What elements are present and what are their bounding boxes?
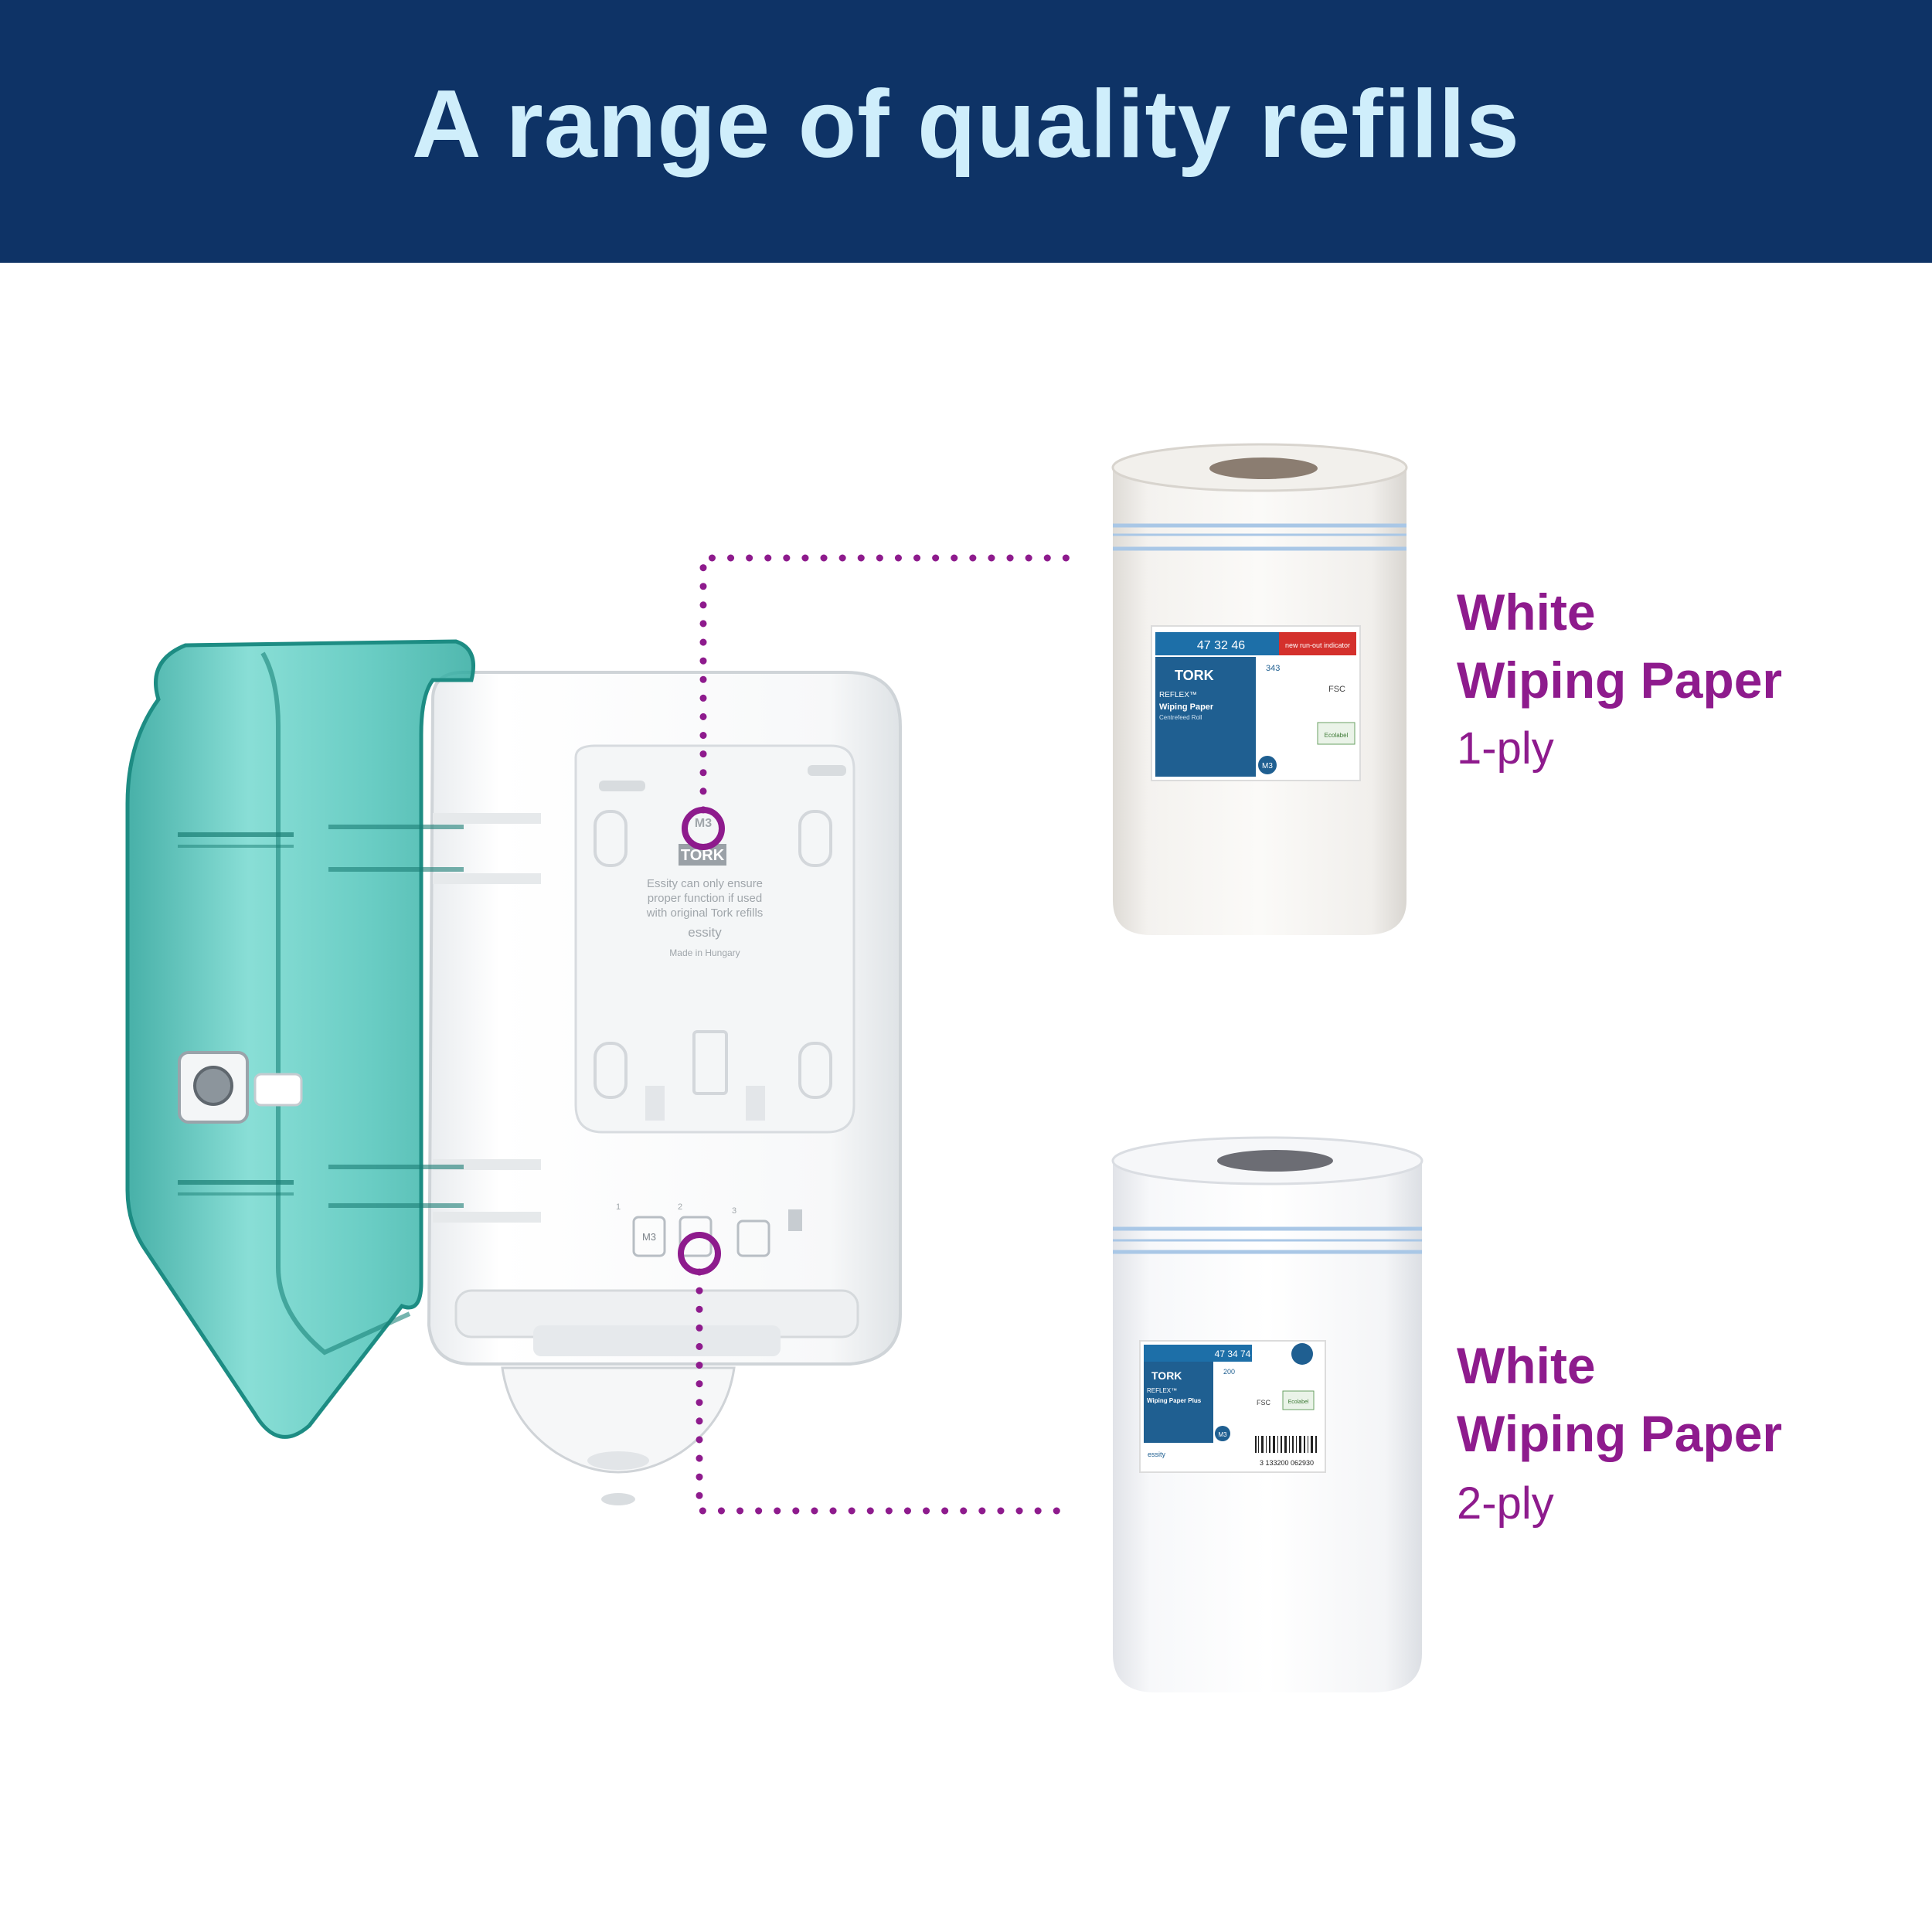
roll-1ply: 47 32 46 new run-out indicator TORK REFL… xyxy=(1111,443,1408,935)
svg-text:M3: M3 xyxy=(1262,762,1273,770)
svg-text:3 133200 062930: 3 133200 062930 xyxy=(1260,1459,1314,1467)
svg-text:essity: essity xyxy=(1148,1451,1166,1458)
svg-text:M3: M3 xyxy=(1218,1431,1227,1438)
product-2-name: White Wiping Paper xyxy=(1457,1332,1782,1468)
connector-1ply xyxy=(699,554,1082,814)
header-banner: A range of quality refills xyxy=(0,0,1932,263)
backplate-maker: essity xyxy=(688,925,722,940)
dispenser-cover xyxy=(125,639,475,1439)
product-illustration: M3 TORK Essity can only ensure proper fu… xyxy=(125,443,1423,1692)
product-2-name-line2: Wiping Paper xyxy=(1457,1405,1783,1462)
svg-text:REFLEX™: REFLEX™ xyxy=(1159,691,1197,699)
backplate-brand: TORK xyxy=(681,847,725,864)
step-2: 2 xyxy=(678,1202,682,1212)
svg-text:Wiping Paper Plus: Wiping Paper Plus xyxy=(1147,1397,1202,1404)
page-title: A range of quality refills xyxy=(412,71,1520,178)
roll-2ply: 47 34 74 TORK REFLEX™ Wiping Paper Plus … xyxy=(1111,1136,1423,1692)
svg-text:TORK: TORK xyxy=(1175,668,1214,683)
backplate-code: M3 xyxy=(695,817,712,830)
product-1-name-line1: White xyxy=(1457,583,1596,641)
product-1-name: White Wiping Paper xyxy=(1457,578,1782,714)
svg-text:343: 343 xyxy=(1266,664,1280,673)
svg-text:Ecolabel: Ecolabel xyxy=(1288,1400,1309,1405)
step-1: 1 xyxy=(616,1202,621,1212)
svg-text:47 32 46: 47 32 46 xyxy=(1197,639,1245,652)
svg-text:REFLEX™: REFLEX™ xyxy=(1147,1387,1177,1394)
backplate-notice-1: Essity can only ensure xyxy=(647,877,763,890)
product-2-ply: 2-ply xyxy=(1457,1478,1554,1529)
step-3: 3 xyxy=(732,1206,736,1216)
svg-text:47 34 74: 47 34 74 xyxy=(1215,1349,1251,1359)
backplate-notice-2: proper function if used xyxy=(648,892,762,905)
backplate-origin: Made in Hungary xyxy=(669,947,740,958)
dispenser-illustration: M3 TORK Essity can only ensure proper fu… xyxy=(125,639,902,1505)
backplate-notice-3: with original Tork refills xyxy=(646,906,764,920)
step-code: M3 xyxy=(642,1231,656,1243)
svg-text:new run-out indicator: new run-out indicator xyxy=(1285,641,1350,649)
svg-text:200: 200 xyxy=(1223,1368,1235,1376)
svg-text:FSC: FSC xyxy=(1328,685,1345,694)
product-1-name-line2: Wiping Paper xyxy=(1457,651,1783,709)
svg-text:FSC: FSC xyxy=(1257,1399,1271,1406)
product-2-name-line1: White xyxy=(1457,1337,1596,1394)
connector-2ply xyxy=(696,1268,1078,1515)
svg-text:Wiping Paper: Wiping Paper xyxy=(1159,702,1214,712)
svg-text:Centrefeed Roll: Centrefeed Roll xyxy=(1159,714,1202,721)
product-1-ply: 1-ply xyxy=(1457,723,1554,774)
svg-text:Ecolabel: Ecolabel xyxy=(1325,732,1349,739)
svg-text:TORK: TORK xyxy=(1151,1369,1182,1382)
